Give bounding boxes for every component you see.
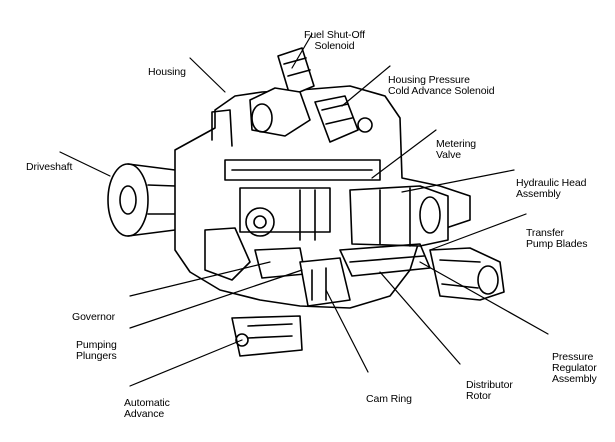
leader-hydraulic-head bbox=[401, 169, 515, 193]
leader-automatic-advance bbox=[129, 339, 243, 387]
leader-cam-ring bbox=[325, 289, 369, 373]
leader-transfer-pump bbox=[429, 213, 527, 251]
leader-fuel-shutoff bbox=[291, 33, 313, 69]
leader-pumping-plungers bbox=[129, 269, 303, 329]
label-housing: Housing bbox=[148, 66, 186, 78]
leader-driveshaft bbox=[59, 151, 111, 177]
leader-pressure-regulator bbox=[419, 261, 549, 335]
label-driveshaft: Driveshaft bbox=[26, 161, 73, 173]
label-cam-ring: Cam Ring bbox=[366, 393, 412, 405]
leader-lines bbox=[59, 33, 549, 387]
leader-metering-valve bbox=[371, 129, 437, 179]
leader-housing bbox=[189, 57, 226, 93]
label-governor: Governor bbox=[72, 311, 115, 323]
injection-pump-illustration bbox=[59, 33, 549, 387]
pump-body-drawing bbox=[107, 47, 505, 357]
leader-governor bbox=[129, 261, 271, 297]
leader-distributor-rotor bbox=[379, 271, 461, 365]
leader-housing-pressure bbox=[341, 65, 391, 107]
